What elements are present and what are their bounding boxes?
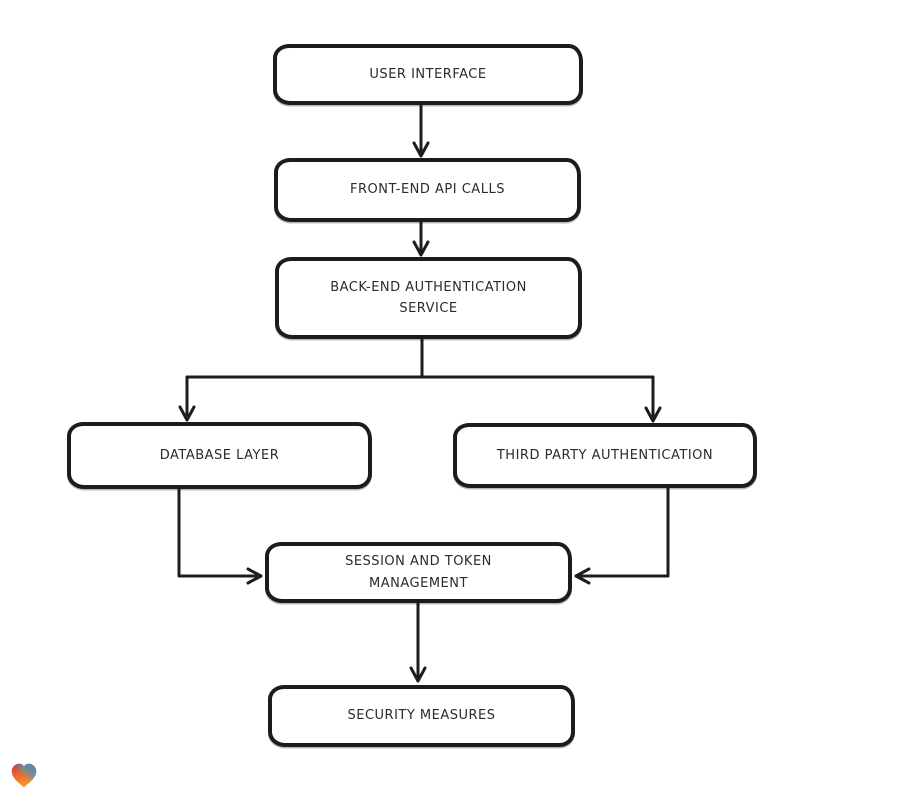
node-label: BACK-END AUTHENTICATION SERVICE [330, 279, 527, 316]
node-session-and-token-management[interactable]: SESSION AND TOKEN MANAGEMENT [265, 542, 572, 603]
node-label: THIRD PARTY AUTHENTICATION [496, 447, 714, 463]
node-back-end-authentication-service[interactable]: BACK-END AUTHENTICATION SERVICE [275, 257, 582, 339]
node-label: DATABASE LAYER [159, 447, 280, 463]
node-third-party-authentication[interactable]: THIRD PARTY AUTHENTICATION [453, 423, 757, 488]
edge-front-end-to-back-end[interactable] [412, 220, 430, 257]
node-label: USER INTERFACE [369, 66, 487, 82]
node-label: FRONT-END API CALLS [350, 182, 505, 198]
node-label: SECURITY MEASURES [347, 708, 496, 724]
node-front-end-api-calls[interactable]: FRONT-END API CALLS [274, 158, 581, 222]
edge-back-end-branch[interactable] [178, 337, 662, 423]
edge-third-party-to-session[interactable] [574, 486, 670, 585]
node-user-interface[interactable]: USER INTERFACE [273, 44, 583, 105]
edge-user-interface-to-front-end[interactable] [412, 103, 430, 158]
heart-icon[interactable] [10, 762, 38, 790]
edge-database-to-session[interactable] [177, 487, 263, 585]
node-security-measures[interactable]: SECURITY MEASURES [268, 685, 575, 747]
edge-session-to-security[interactable] [409, 601, 427, 683]
node-label: SESSION AND TOKEN MANAGEMENT [345, 554, 492, 591]
node-database-layer[interactable]: DATABASE LAYER [67, 422, 372, 489]
